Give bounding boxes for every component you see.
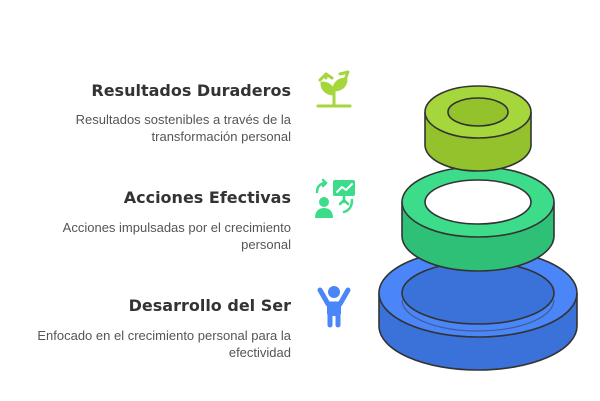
level-2-description: Acciones impulsadas por el crecimiento p…: [62, 220, 291, 252]
level-1-title: Resultados Duraderos: [91, 81, 291, 100]
level-3-description: Enfocado en el crecimiento personal para…: [37, 328, 291, 360]
presentation-chart-icon: [315, 178, 355, 218]
level-1-description: Resultados sostenibles a través de la tr…: [75, 112, 291, 144]
person-arms-raised-icon: [317, 286, 351, 328]
level-2-title: Acciones Efectivas: [123, 188, 291, 207]
middle-ring: [401, 166, 555, 272]
top-ring: [424, 85, 532, 172]
sprout-growth-icon: [316, 70, 352, 108]
level-3-title: Desarrollo del Ser: [128, 296, 291, 315]
bottom-ring: [378, 248, 578, 371]
